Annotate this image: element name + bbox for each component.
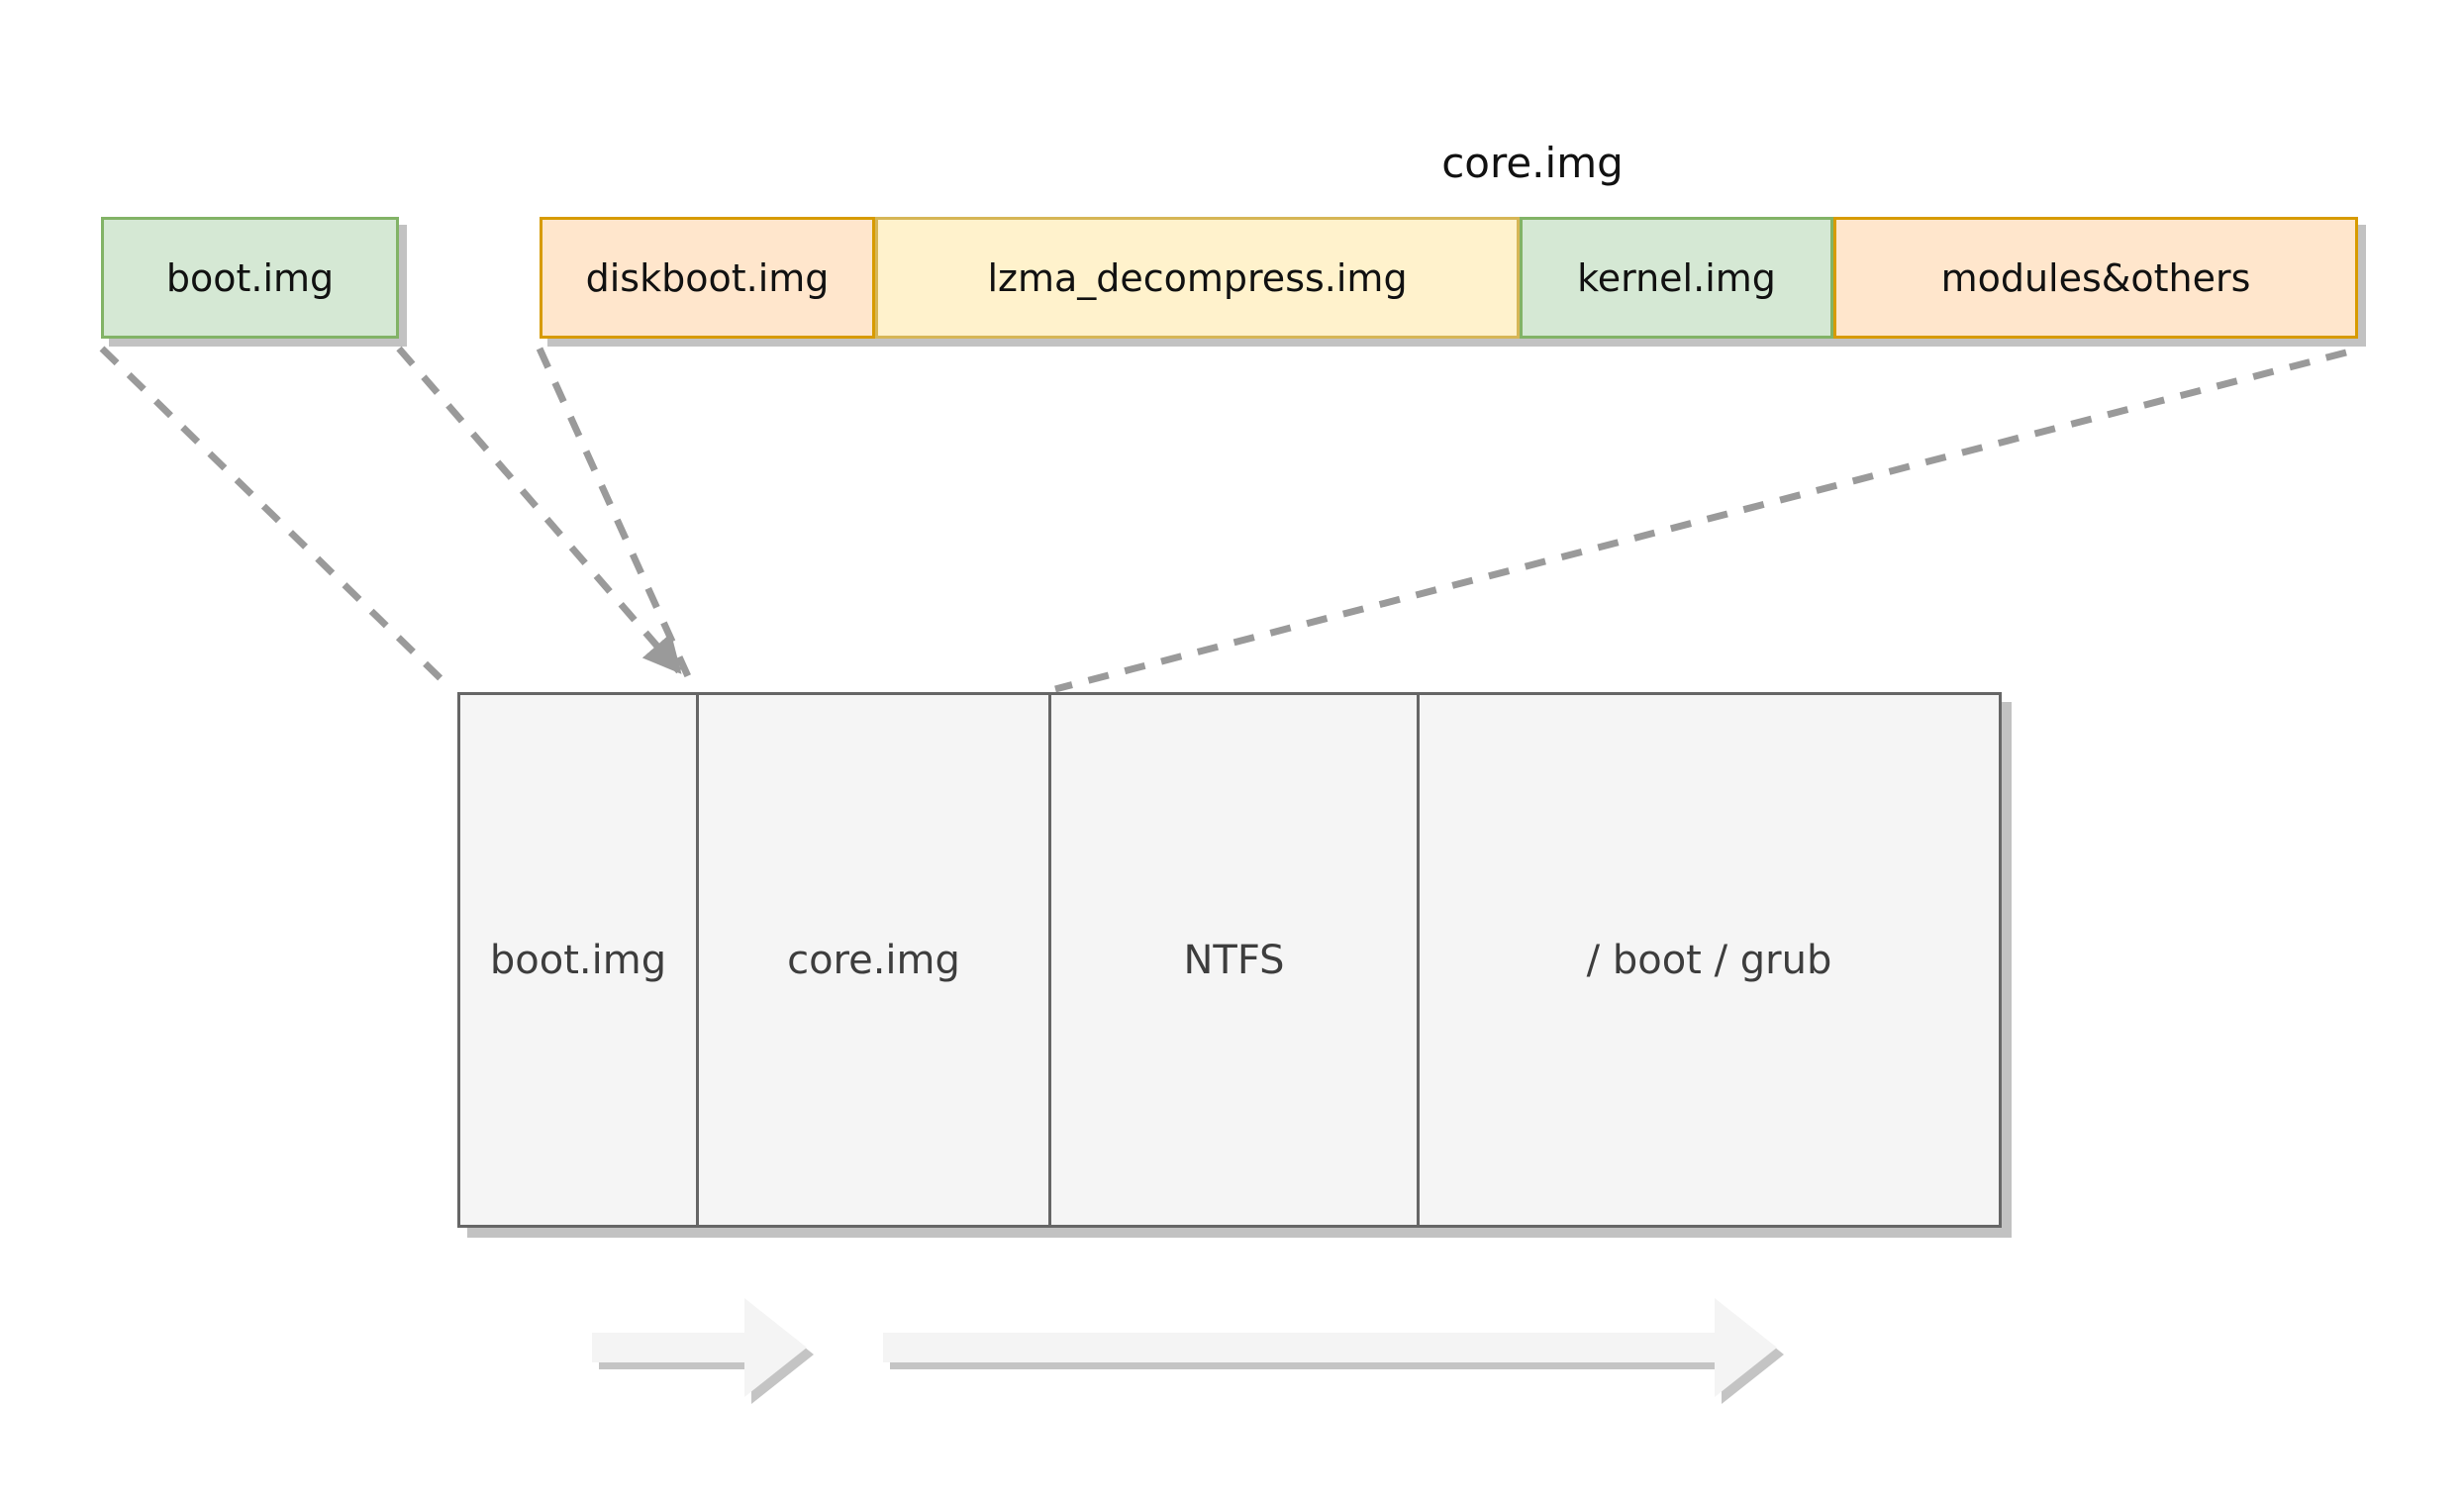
boot-img-box-label: boot.img bbox=[165, 255, 335, 300]
modules-others-label: modules&others bbox=[1940, 255, 2251, 300]
disk-section-boot-img: boot.img bbox=[460, 695, 696, 1225]
disk-section-core-img: core.img bbox=[696, 695, 1048, 1225]
disk-section-ntfs: NTFS bbox=[1048, 695, 1417, 1225]
flow-arrow-small bbox=[592, 1298, 807, 1397]
core-img-title: core.img bbox=[1441, 139, 1624, 187]
disk-section-boot-img-label: boot.img bbox=[489, 937, 667, 983]
modules-others-segment: modules&others bbox=[1833, 217, 2358, 339]
disk-layout-box: boot.img core.img NTFS / boot / grub bbox=[457, 692, 2002, 1228]
kernel-img-label: kernel.img bbox=[1577, 255, 1776, 300]
diskboot-img-segment: diskboot.img bbox=[540, 217, 875, 339]
flow-arrow-large bbox=[883, 1298, 1777, 1397]
lzma-decompress-label: lzma_decompress.img bbox=[987, 255, 1408, 300]
boot-img-box: boot.img bbox=[101, 217, 399, 339]
line-bootimg-left-edge bbox=[99, 346, 454, 692]
diskboot-img-label: diskboot.img bbox=[585, 255, 830, 300]
kernel-img-segment: kernel.img bbox=[1520, 217, 1833, 339]
line-bootimg-right-edge bbox=[396, 346, 682, 674]
disk-section-boot-grub: / boot / grub bbox=[1417, 695, 1999, 1225]
line-coreimg-right-edge bbox=[1054, 349, 2347, 693]
line-coreimg-left-edge bbox=[536, 347, 696, 687]
disk-section-ntfs-label: NTFS bbox=[1183, 937, 1285, 983]
lzma-decompress-segment: lzma_decompress.img bbox=[875, 217, 1520, 339]
disk-section-core-img-label: core.img bbox=[787, 937, 960, 983]
disk-section-boot-grub-label: / boot / grub bbox=[1586, 937, 1832, 983]
